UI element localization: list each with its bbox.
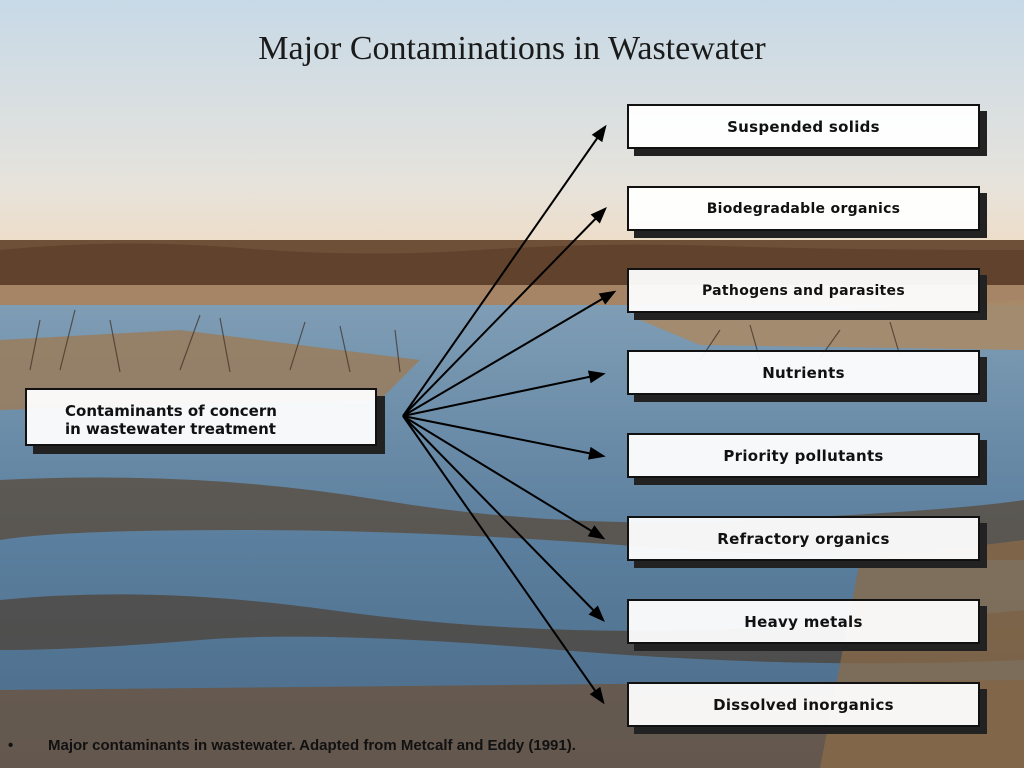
arrowhead-icon bbox=[590, 207, 607, 224]
caption-text: Major contaminants in wastewater. Adapte… bbox=[48, 737, 576, 754]
target-box-heavy-metals: Heavy metals bbox=[627, 599, 980, 644]
arrow-line-refractory-organics bbox=[402, 415, 604, 539]
arrowhead-icon bbox=[589, 686, 605, 705]
arrow-line-dissolved-inorganics bbox=[402, 415, 604, 703]
target-label: Suspended solids bbox=[727, 117, 880, 136]
arrow-line-priority-pollutants bbox=[402, 415, 604, 457]
arrow-line-suspended-solids bbox=[402, 126, 606, 417]
source-box-line-2: in wastewater treatment bbox=[65, 420, 276, 438]
target-label: Dissolved inorganics bbox=[713, 695, 894, 714]
source-box-line-1: Contaminants of concern bbox=[65, 402, 277, 420]
target-label: Heavy metals bbox=[744, 612, 863, 631]
arrow-line-pathogens-and-parasites bbox=[402, 291, 615, 417]
slide-title: Major Contaminations in Wastewater bbox=[258, 30, 766, 67]
caption: • Major contaminants in wastewater. Adapt… bbox=[8, 737, 576, 754]
target-box-dissolved-inorganics: Dissolved inorganics bbox=[627, 682, 980, 727]
arrow-connectors bbox=[402, 124, 617, 705]
target-box-nutrients: Nutrients bbox=[627, 350, 980, 395]
target-label: Nutrients bbox=[762, 363, 845, 382]
source-box: Contaminants of concern in wastewater tr… bbox=[25, 388, 377, 446]
arrowhead-icon bbox=[598, 290, 617, 305]
caption-bullet: • bbox=[8, 737, 14, 754]
target-box-refractory-organics: Refractory organics bbox=[627, 516, 980, 561]
arrow-line-heavy-metals bbox=[402, 415, 604, 621]
target-label: Refractory organics bbox=[717, 529, 890, 548]
arrowhead-icon bbox=[591, 124, 607, 143]
arrowhead-icon bbox=[587, 525, 606, 540]
target-box-pathogens-and-parasites: Pathogens and parasites bbox=[627, 268, 980, 313]
target-label: Pathogens and parasites bbox=[702, 282, 905, 299]
arrowhead-icon bbox=[588, 605, 605, 622]
target-box-biodegradable-organics: Biodegradable organics bbox=[627, 186, 980, 231]
target-label: Priority pollutants bbox=[723, 446, 884, 465]
arrow-line-nutrients bbox=[402, 373, 604, 417]
target-box-suspended-solids: Suspended solids bbox=[627, 104, 980, 149]
arrow-line-biodegradable-organics bbox=[402, 208, 606, 417]
target-box-priority-pollutants: Priority pollutants bbox=[627, 433, 980, 478]
arrowhead-icon bbox=[588, 446, 606, 460]
arrowhead-icon bbox=[587, 370, 606, 384]
target-label: Biodegradable organics bbox=[706, 200, 901, 217]
